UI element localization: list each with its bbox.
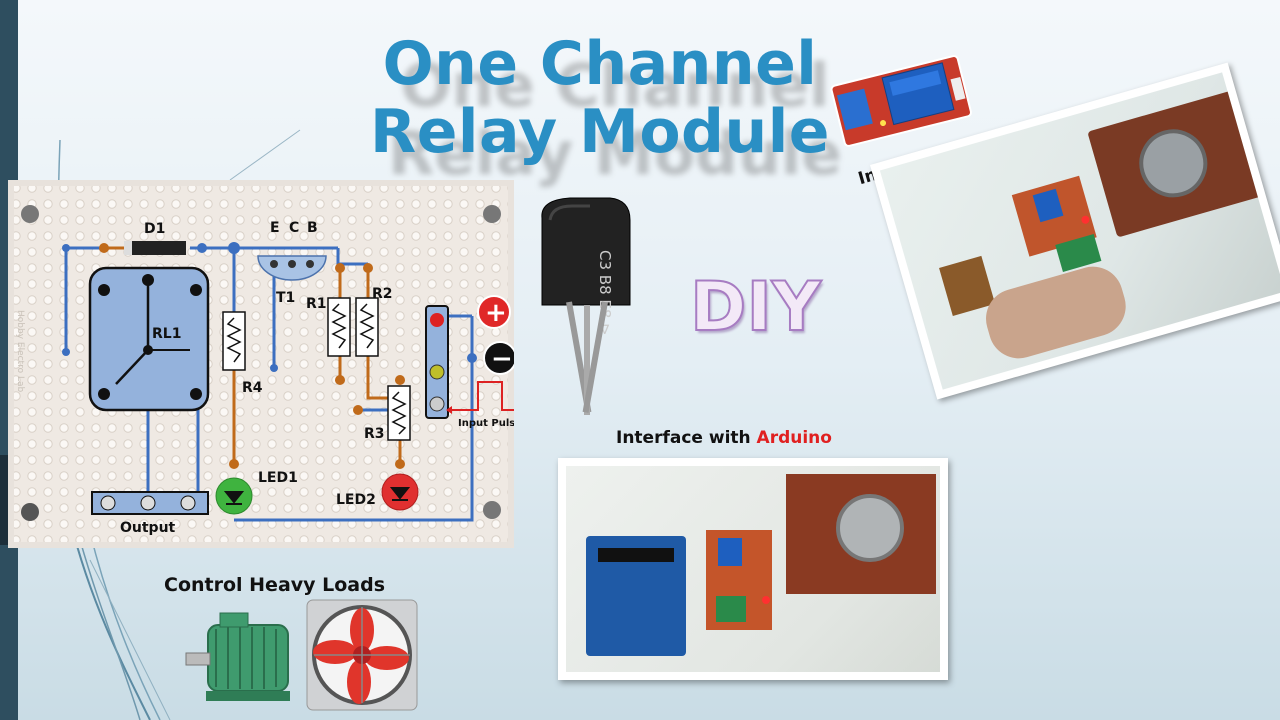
svg-text:+: + — [485, 298, 507, 328]
label-t1: T1 — [276, 290, 295, 306]
label-r2: R2 — [372, 286, 393, 302]
label-d1: D1 — [144, 221, 165, 237]
diy-label: DIY — [689, 267, 822, 348]
label-e: E — [270, 220, 280, 236]
title-line-2: Relay Module — [370, 97, 830, 167]
caption-heavy-loads: Control Heavy Loads — [164, 574, 386, 596]
motor-icon — [185, 612, 290, 701]
circuit-board-diagram: D1 E C B T1 RL1 R4 R1 R2 R3 + − Input Pu… — [8, 180, 514, 548]
label-led2: LED2 — [336, 492, 376, 508]
input-header — [425, 305, 449, 419]
photo-arduino — [558, 458, 948, 680]
page-title: One Channel Relay Module — [330, 30, 870, 166]
caption-arduino-highlight: Arduino — [756, 428, 832, 448]
input-pulse-waveform — [460, 381, 514, 411]
relay-module-thumbnail — [830, 55, 972, 147]
label-input-pulse: Input Pulse — [458, 418, 514, 429]
label-rl1: RL1 — [152, 326, 181, 342]
label-led1: LED1 — [258, 470, 298, 486]
minus-terminal-icon — [483, 341, 514, 375]
label-b: B — [307, 220, 318, 236]
left-accent-notch — [0, 455, 9, 545]
exhaust-fan-icon — [306, 599, 418, 711]
diode-d1 — [124, 241, 186, 255]
label-output: Output — [120, 520, 176, 536]
label-r4: R4 — [242, 380, 263, 396]
title-line-1: One Channel — [382, 29, 818, 99]
caption-arduino: Interface with Arduino — [616, 428, 832, 448]
plus-terminal-icon — [477, 295, 511, 329]
watermark: Hobby Electro Lab — [15, 310, 25, 392]
label-r3: R3 — [364, 426, 385, 442]
label-r1: R1 — [306, 296, 327, 312]
label-c: C — [289, 220, 299, 236]
svg-text:−: − — [491, 344, 513, 374]
transistor-illustration: C3 B8 E8 ⊳ — [541, 197, 631, 415]
